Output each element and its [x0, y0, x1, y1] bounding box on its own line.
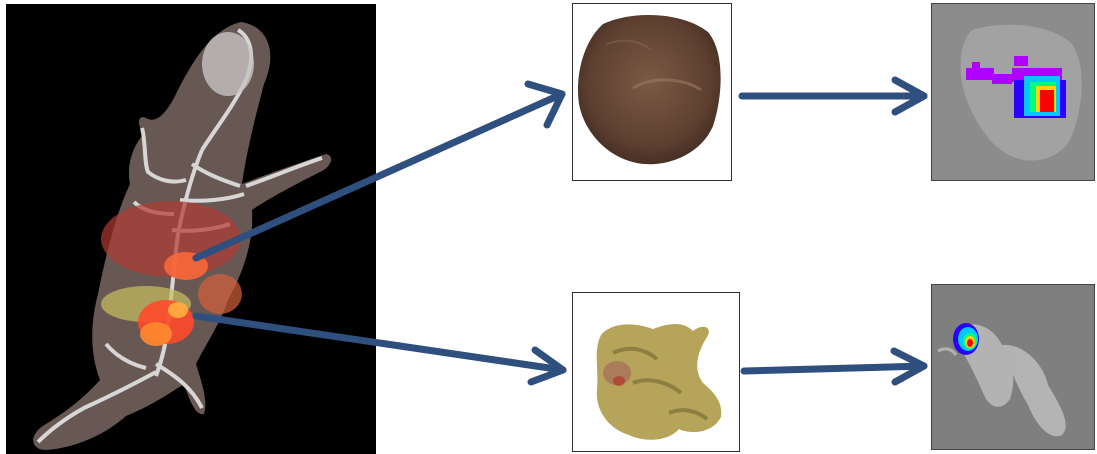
- intestine-signal-heatmap: [953, 323, 979, 355]
- mouse-3d-render: [6, 4, 376, 454]
- intestine-photo-svg: [573, 293, 739, 451]
- liver-photo: [572, 3, 732, 181]
- intestine-bioluminescence: [931, 284, 1095, 450]
- intestine-bli-svg: [932, 285, 1094, 449]
- intestine-photo: [572, 292, 740, 452]
- liver-bioluminescence: [931, 3, 1095, 181]
- liver-photo-svg: [573, 4, 731, 180]
- stomach-region: [198, 274, 242, 314]
- arrow-liver-photo-to-bli: [742, 80, 924, 112]
- liver-bli-svg: [932, 4, 1094, 180]
- intestine-tissue: [597, 324, 722, 440]
- arrow-intestine-photo-to-bli: [744, 351, 924, 382]
- mouse-render-svg: [6, 4, 376, 454]
